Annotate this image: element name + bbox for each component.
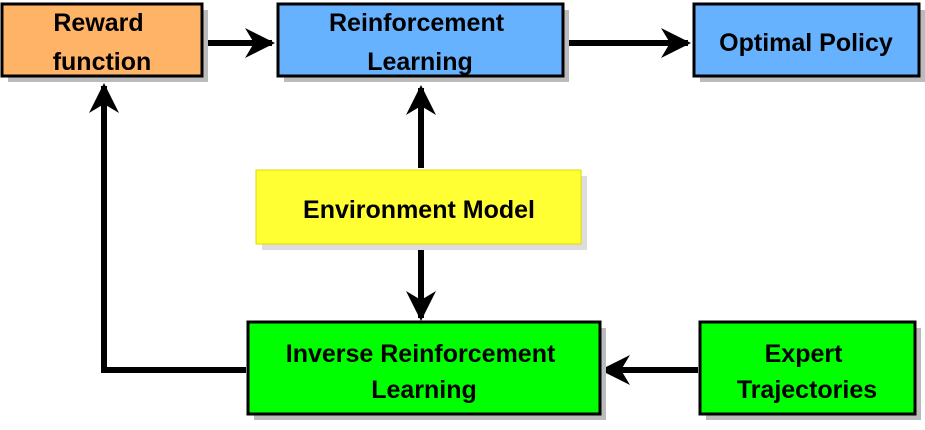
label-line: Reinforcement: [329, 9, 505, 37]
edges: [89, 28, 698, 385]
optimal-policy-label: Optimal Policy: [719, 29, 893, 57]
label-line: Inverse Reinforcement: [286, 340, 556, 368]
node-reinforcement-learning: Reinforcement Learning: [276, 2, 569, 82]
expert-trajectories-box: [698, 320, 917, 416]
expert-trajectories-label: Expert Trajectories: [737, 340, 877, 404]
label-line: Environment Model: [303, 196, 535, 224]
optimal-policy-box: [692, 2, 921, 78]
label-line: Optimal Policy: [719, 29, 893, 57]
node-inverse-reinforcement-learning: Inverse Reinforcement Learning: [246, 320, 606, 420]
reinforcement-learning-label: Reinforcement Learning: [329, 9, 511, 76]
node-environment-model: Environment Model: [255, 169, 587, 250]
inverse-reinforcement-learning-label: Inverse Reinforcement Learning: [286, 340, 563, 404]
label-line: Reward: [53, 9, 143, 37]
inverse-reinforcement-learning-box: [246, 320, 602, 416]
node-reward-function: Reward function: [0, 2, 208, 82]
reward-function-box: [0, 2, 204, 78]
label-line: Learning: [371, 376, 477, 404]
environment-model-label: Environment Model: [303, 196, 535, 224]
label-line: Learning: [367, 48, 473, 76]
node-expert-trajectories: Expert Trajectories: [698, 320, 921, 420]
label-line: function: [53, 48, 152, 76]
label-line: Trajectories: [737, 376, 877, 404]
reinforcement-learning-box: [276, 2, 565, 78]
reward-function-label: Reward function: [53, 9, 152, 76]
node-optimal-policy: Optimal Policy: [692, 2, 925, 82]
edge-irl-to-reward: [89, 83, 246, 373]
environment-model-box: [255, 169, 582, 245]
label-line: Expert: [765, 340, 843, 368]
nodes: Reward function Reinforcement Learning O…: [0, 2, 925, 420]
